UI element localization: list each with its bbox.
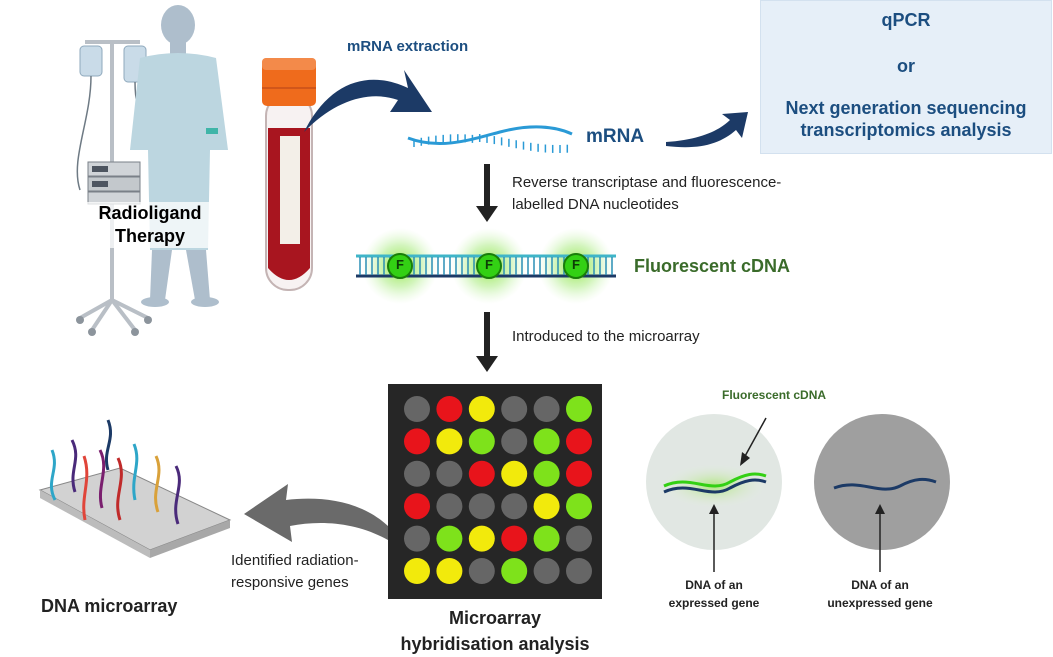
microarray-dots xyxy=(404,396,592,584)
microarray-spot-green xyxy=(501,558,528,584)
cdna-marker-2: F xyxy=(485,257,493,272)
expressed-cdna-strand xyxy=(663,472,767,488)
expressed-line2: expressed gene xyxy=(668,596,760,610)
microarray-spot-red xyxy=(404,428,430,455)
analysis-line-ngs: Next generation sequencing xyxy=(785,98,1027,118)
fluorescent-cdna-icon xyxy=(356,228,616,304)
unexpressed-dna-strand xyxy=(833,477,937,491)
cdna-marker-1: F xyxy=(396,257,404,272)
mrna-strand-icon xyxy=(407,125,573,146)
microarray-spot-gray xyxy=(436,493,463,520)
microarray-spot-red xyxy=(566,428,592,455)
pointer-arrow-expressed xyxy=(709,504,719,572)
microarray-spot-red xyxy=(566,460,592,487)
unexpressed-gene-label: DNA of an unexpressed gene xyxy=(814,576,946,612)
microarray-spot-green xyxy=(468,428,495,455)
blood-tube-icon xyxy=(262,58,316,291)
expressed-line1: DNA of an xyxy=(685,578,743,592)
microarray-spot-gray xyxy=(501,428,528,455)
reverse-line2: labelled DNA nucleotides xyxy=(512,196,679,213)
down-arrow-reverse xyxy=(476,164,498,222)
expressed-pointer-label: Fluorescent cDNA xyxy=(722,388,827,402)
microarray-spot-red xyxy=(501,525,528,552)
mrna-label: mRNA xyxy=(586,126,645,147)
microarray-spot-yellow xyxy=(501,460,528,487)
microarray-label: Microarray hybridisation analysis xyxy=(370,605,620,657)
patient-label-line1: Radioligand xyxy=(98,203,202,223)
microarray-spot-gray xyxy=(436,460,463,487)
microarray-spot-gray xyxy=(404,525,430,552)
down-arrow-introduce xyxy=(476,312,498,372)
microarray-spot-gray xyxy=(533,396,560,422)
microarray-spot-gray xyxy=(468,493,495,520)
microarray-spot-yellow xyxy=(468,396,495,422)
pointer-arrow-unexpressed xyxy=(875,504,885,572)
identified-line1: Identified radiation- xyxy=(231,552,359,569)
microarray-spot-green xyxy=(436,525,463,552)
unexpressed-gene-circle xyxy=(814,414,950,550)
extraction-label: mRNA extraction xyxy=(347,38,469,55)
cdna-marker-3: F xyxy=(572,257,580,272)
unexpressed-line1: DNA of an xyxy=(851,578,909,592)
identified-genes-label: Identified radiation- responsive genes xyxy=(231,550,359,594)
reverse-line1: Reverse transcriptase and fluorescence- xyxy=(512,174,782,191)
dna-microarray-label: DNA microarray xyxy=(41,596,178,616)
dna-microarray-slide-icon xyxy=(38,419,232,558)
microarray-spot-green xyxy=(566,396,592,422)
microarray-spot-gray xyxy=(566,525,592,552)
microarray-spot-green xyxy=(533,460,560,487)
microarray-spot-yellow xyxy=(436,428,463,455)
microarray-spot-red xyxy=(404,493,430,520)
introduce-label: Introduced to the microarray xyxy=(512,328,700,345)
pointer-arrow-cdna xyxy=(740,417,767,466)
analysis-box: qPCR or Next generation sequencing trans… xyxy=(760,0,1052,154)
analysis-line-qpcr: qPCR xyxy=(881,10,931,30)
microarray-spot-gray xyxy=(404,460,430,487)
microarray-spot-gray xyxy=(404,396,430,422)
patient-icon xyxy=(130,5,228,307)
microarray-spot-gray xyxy=(501,493,528,520)
fluorescent-cdna-label: Fluorescent cDNA xyxy=(634,256,791,276)
identified-line2: responsive genes xyxy=(231,574,349,591)
microarray-spot-green xyxy=(566,493,592,520)
microarray-spot-yellow xyxy=(468,525,495,552)
microarray-spot-gray xyxy=(501,396,528,422)
analysis-line-transcriptomics: transcriptomics analysis xyxy=(800,120,1012,140)
expressed-dna-strand xyxy=(663,478,767,494)
extraction-arrow xyxy=(304,70,432,132)
microarray-spot-red xyxy=(468,460,495,487)
results-arrow xyxy=(244,484,388,542)
analysis-line-or: or xyxy=(897,56,915,76)
microarray-spot-green xyxy=(533,525,560,552)
microarray-label-line2: hybridisation analysis xyxy=(400,634,590,654)
microarray-label-line1: Microarray xyxy=(448,608,542,628)
microarray-spot-yellow xyxy=(404,558,430,584)
microarray-spot-red xyxy=(436,396,463,422)
microarray-spot-yellow xyxy=(533,493,560,520)
microarray-spot-gray xyxy=(468,558,495,584)
analysis-arrow xyxy=(666,112,748,148)
infusion-pump-icon xyxy=(87,161,141,205)
microarray-spot-yellow xyxy=(436,558,463,584)
patient-label-line2: Therapy xyxy=(114,226,186,246)
reverse-transcriptase-label: Reverse transcriptase and fluorescence- … xyxy=(512,172,781,216)
expressed-gene-label: DNA of an expressed gene xyxy=(650,576,778,612)
microarray-spot-green xyxy=(533,428,560,455)
patient-label: Radioligand Therapy xyxy=(70,202,230,248)
microarray-spot-gray xyxy=(566,558,592,584)
unexpressed-line2: unexpressed gene xyxy=(827,596,933,610)
microarray-spot-gray xyxy=(533,558,560,584)
